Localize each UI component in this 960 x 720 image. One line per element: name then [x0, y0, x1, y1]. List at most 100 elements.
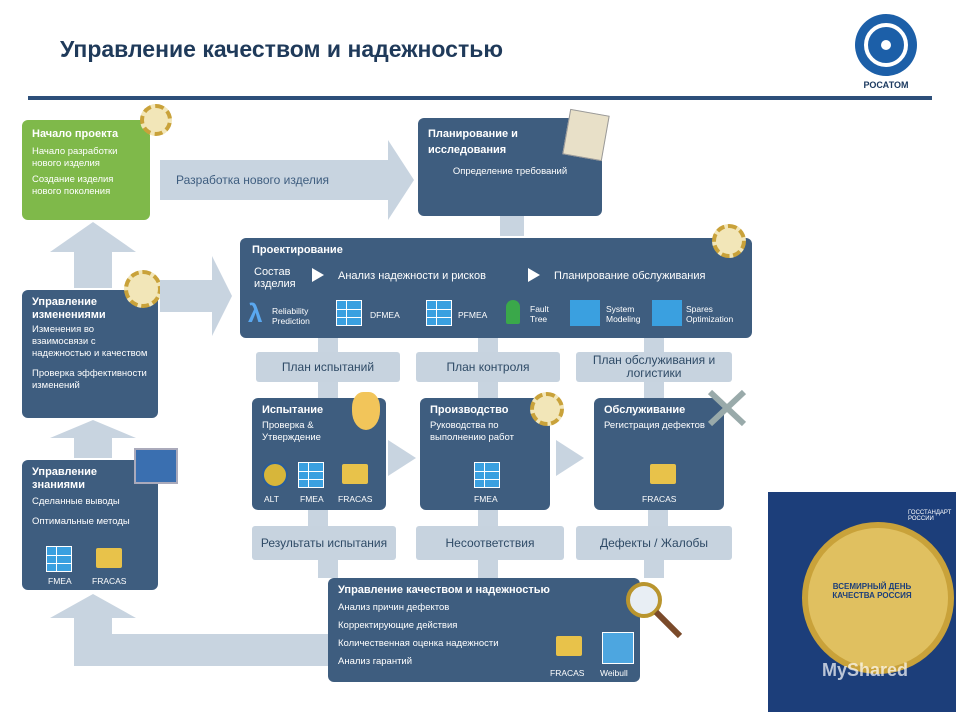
- quality-day-poster: ВСЕМИРНЫЙ ДЕНЬ КАЧЕСТВА РОССИЯ ГОССТАНДА…: [768, 492, 956, 712]
- testing-title: Испытание: [262, 404, 324, 416]
- service-box: Обслуживание Регистрация дефектов FRACAS: [594, 398, 724, 510]
- gear-icon: [124, 270, 162, 308]
- connector: [318, 338, 338, 352]
- qm-item-4: Анализ гарантий: [338, 656, 413, 667]
- table-icon: [474, 462, 500, 488]
- watermark: MyShared: [822, 660, 909, 680]
- logo-text: РОСАТОМ: [863, 80, 909, 90]
- chevron-right-icon: [312, 268, 324, 282]
- design-step1: Анализ надежности и рисков: [338, 270, 486, 282]
- knowledge-item-2: Оптимальные методы: [32, 516, 130, 527]
- right-arrow-icon: [388, 440, 416, 476]
- tool-dfmea: DFMEA: [370, 310, 400, 320]
- change-item-2: Проверка эффективности изменений: [32, 368, 147, 391]
- folder-icon: [96, 548, 122, 568]
- tool-fault-tree: Fault Tree: [530, 304, 549, 324]
- plan-service: План обслуживания и логистики: [576, 352, 732, 382]
- folder-icon: [650, 464, 676, 484]
- weibull-chart-icon: [602, 632, 634, 664]
- production-title: Производство: [430, 404, 509, 416]
- knowledge-tool-fracas: FRACAS: [92, 576, 127, 586]
- testing-tool-alt: ALT: [264, 494, 279, 504]
- table-icon: [426, 300, 452, 326]
- clipboard-icon: [562, 108, 610, 162]
- qm-item-1: Анализ причин дефектов: [338, 602, 450, 613]
- connector: [644, 338, 664, 352]
- gear-icon: [712, 224, 746, 258]
- magnifier-icon: [622, 578, 683, 639]
- return-arrow-icon: [50, 594, 330, 666]
- start-title: Начало проекта: [32, 128, 119, 140]
- gear-icon: [530, 392, 564, 426]
- knowledge-item-1: Сделанные выводы: [32, 496, 120, 507]
- knowledge-title: Управление знаниями: [32, 466, 98, 491]
- wrench-icon: [706, 388, 748, 428]
- tool-reliability: Reliability Prediction: [272, 306, 310, 326]
- connector: [318, 560, 338, 578]
- connector: [478, 338, 498, 352]
- knowledge-tool-fmea: FMEA: [48, 576, 72, 586]
- poster-medal: [802, 522, 954, 674]
- table-icon: [46, 546, 72, 572]
- service-title: Обслуживание: [604, 404, 686, 416]
- connector: [478, 382, 498, 398]
- connector: [478, 560, 498, 578]
- start-project-box: Начало проекта Начало разработки нового …: [22, 120, 150, 220]
- connector: [644, 560, 664, 578]
- qm-item-2: Корректирующие действия: [338, 620, 458, 631]
- tool-system-modeling: System Modeling: [606, 304, 641, 324]
- service-sub: Регистрация дефектов: [604, 420, 705, 431]
- change-mgmt-box: Управление изменениями Изменения во взаи…: [22, 290, 158, 418]
- gear-icon: [140, 104, 172, 136]
- poster-badge: ГОССТАНДАРТ РОССИИ: [908, 510, 952, 522]
- quality-mgmt-box: Управление качеством и надежностью Анали…: [328, 578, 640, 682]
- new-product-arrow: [160, 160, 390, 200]
- design-composition: Состав изделия: [254, 266, 296, 290]
- table-icon: [298, 462, 324, 488]
- up-arrow-icon: [50, 222, 136, 288]
- table-icon: [336, 300, 362, 326]
- planning-sub: Определение требований: [452, 166, 568, 177]
- chevron-right-icon: [528, 268, 540, 282]
- production-tool-fmea: FMEA: [474, 494, 498, 504]
- folder-icon: [342, 464, 368, 484]
- testing-sub: Проверка & Утверждение: [262, 420, 321, 443]
- folder-icon: [556, 636, 582, 656]
- plan-control: План контроля: [416, 352, 560, 382]
- testing-tool-fmea: FMEA: [300, 494, 324, 504]
- connector: [648, 510, 668, 526]
- connector: [500, 216, 524, 236]
- qm-tool-weibull: Weibull: [600, 668, 628, 678]
- change-item-1: Изменения во взаимосвязи с надежностью и…: [32, 324, 148, 359]
- connector: [644, 382, 664, 398]
- arrow-head-icon: [388, 140, 414, 220]
- title-rule: [28, 96, 932, 100]
- page-title: Управление качеством и надежностью: [60, 36, 504, 62]
- cubes-icon: [652, 300, 682, 326]
- lambda-icon: λ: [248, 298, 263, 328]
- start-item-1: Начало разработки нового изделия: [32, 146, 118, 169]
- right-arrow-icon: [160, 256, 232, 336]
- production-sub: Руководства по выполнению работ: [430, 420, 514, 443]
- poster-text: ВСЕМИРНЫЙ ДЕНЬ КАЧЕСТВА РОССИЯ: [832, 582, 912, 600]
- monitor-icon: [134, 448, 178, 484]
- connector: [478, 510, 498, 526]
- up-arrow-icon: [50, 420, 136, 458]
- design-title: Проектирование: [252, 244, 343, 256]
- planning-title: Планирование и исследования: [428, 128, 518, 156]
- connector: [308, 510, 328, 526]
- qm-tool-fracas: FRACAS: [550, 668, 585, 678]
- production-box: Производство Руководства по выполнению р…: [420, 398, 550, 510]
- design-step2: Планирование обслуживания: [554, 270, 706, 282]
- result-tests: Результаты испытания: [252, 526, 396, 560]
- plan-tests: План испытаний: [256, 352, 400, 382]
- flask-icon: [352, 392, 380, 430]
- tool-pfmea: PFMEA: [458, 310, 488, 320]
- cubes-icon: [570, 300, 600, 326]
- service-tool-fracas: FRACAS: [642, 494, 677, 504]
- tool-spares: Spares Optimization: [686, 304, 734, 324]
- clock-icon: [262, 462, 288, 488]
- new-product-label: Разработка нового изделия: [176, 173, 330, 187]
- rosatom-logo-icon: [855, 14, 917, 76]
- right-arrow-icon: [556, 440, 584, 476]
